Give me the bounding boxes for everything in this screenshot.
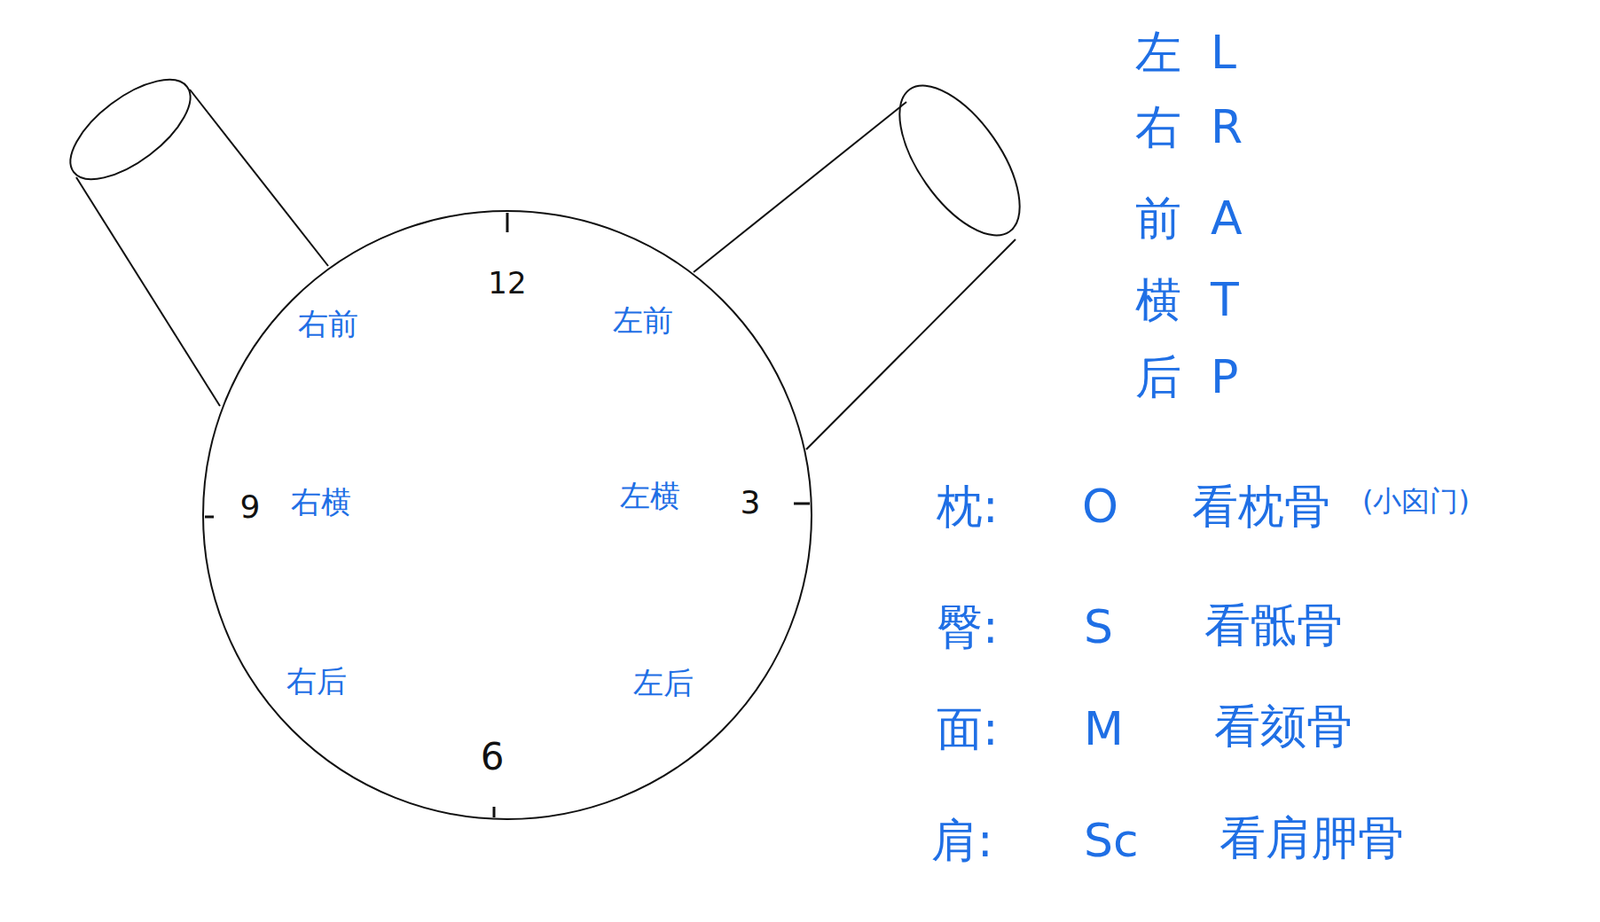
- position-label: 右横: [290, 486, 352, 519]
- abbreviation: O: [1082, 481, 1119, 533]
- direction-term: 后: [1135, 352, 1182, 403]
- tube-wall: [693, 101, 907, 273]
- circle-outline: [203, 211, 812, 820]
- abbreviation: M: [1083, 704, 1124, 755]
- abbreviation: T: [1210, 274, 1240, 326]
- clock-tick: [493, 807, 496, 818]
- tube-opening: [876, 65, 1044, 255]
- abbreviation: P: [1210, 352, 1239, 403]
- landmark-note: (小囟门): [1362, 486, 1470, 518]
- direction-term: 左: [1135, 27, 1182, 79]
- landmark-note: 看枕骨: [1192, 481, 1331, 533]
- position-label: 右后: [286, 665, 347, 699]
- abbreviation: R: [1210, 101, 1243, 153]
- abbreviation: A: [1210, 193, 1243, 244]
- position-label: 左横: [619, 479, 681, 513]
- clock-tick: [506, 212, 510, 233]
- clock-circle: 12 3 6 9 右前 左前右横 左横右后 左后: [201, 209, 814, 822]
- tube-opening: [54, 61, 206, 198]
- abbreviation: L: [1210, 27, 1237, 79]
- direction-term: 前: [1135, 193, 1182, 244]
- tube-wall: [76, 177, 220, 407]
- presentation-term: 臀:: [936, 602, 999, 653]
- tube-wall: [189, 89, 329, 267]
- clock-tick: [793, 502, 810, 506]
- tube-wall: [806, 239, 1016, 450]
- clock-number: 3: [740, 485, 761, 521]
- presentation-term: 枕:: [936, 481, 999, 533]
- clock-number: 6: [480, 737, 505, 778]
- presentation-term: 面:: [936, 704, 999, 755]
- clock-tick: [204, 516, 214, 519]
- direction-term: 右: [1135, 101, 1182, 153]
- direction-term: 横: [1135, 274, 1182, 326]
- presentation-term: 肩:: [931, 815, 994, 867]
- position-label: 左前: [612, 304, 674, 338]
- clock-number: 12: [487, 266, 526, 300]
- clock-number: 9: [240, 489, 261, 526]
- landmark-note: 看肩胛骨: [1219, 813, 1404, 864]
- abbreviation: Sc: [1083, 815, 1139, 867]
- position-label: 右前: [298, 307, 359, 341]
- landmark-note: 看颏骨: [1214, 701, 1353, 753]
- abbreviation: S: [1083, 602, 1114, 653]
- landmark-note: 看骶骨: [1204, 600, 1343, 651]
- position-label: 左后: [633, 666, 694, 700]
